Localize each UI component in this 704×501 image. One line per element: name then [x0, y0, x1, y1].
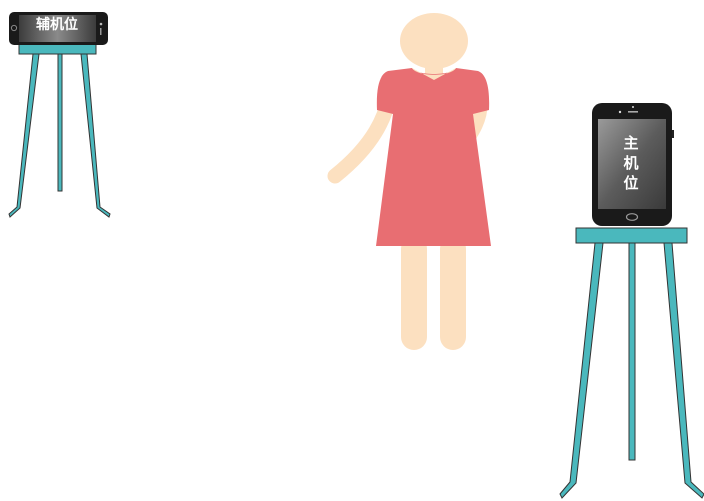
aux-phone-speaker: [100, 28, 102, 35]
aux-tripod: [9, 43, 110, 217]
person-dress: [376, 68, 491, 246]
main-tripod-leg-right: [664, 243, 704, 498]
person-head: [400, 13, 468, 69]
aux-tripod-leg-right: [81, 54, 110, 217]
main-tripod-top: [576, 228, 687, 243]
main-camera-label: 主 机 位: [606, 133, 656, 193]
main-tripod-leg-center: [629, 243, 635, 460]
aux-phone-camera-dot: [100, 23, 103, 26]
main-camera-label-char: 位: [606, 173, 656, 193]
main-camera-label-char: 机: [606, 153, 656, 173]
main-tripod-leg-left: [560, 243, 603, 498]
main-tripod: [560, 228, 704, 498]
person: [335, 13, 491, 350]
main-phone-sensor-dot: [632, 106, 634, 108]
main-phone-speaker: [628, 111, 638, 113]
aux-camera-label: 辅机位: [22, 16, 92, 34]
person-leg-right: [440, 236, 466, 350]
main-phone-camera-dot: [619, 111, 621, 113]
aux-tripod-leg-center: [58, 54, 62, 191]
aux-tripod-leg-left: [9, 54, 39, 217]
main-camera-label-char: 主: [606, 133, 656, 153]
person-leg-left: [401, 236, 427, 350]
